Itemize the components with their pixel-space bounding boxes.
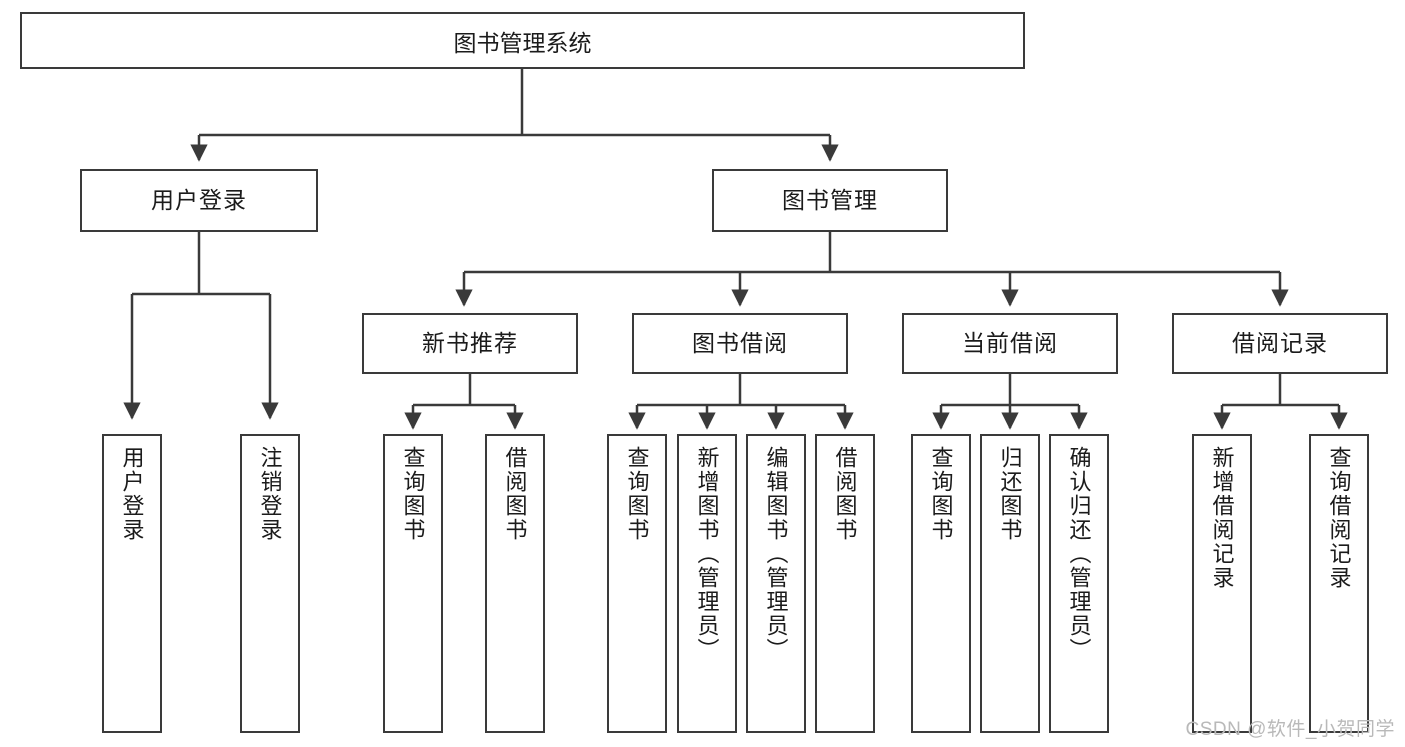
node-current-borrow[interactable]: 当前借阅 [902,313,1118,374]
node-label: 图书管理 [782,186,878,213]
node-label: 新书推荐 [422,329,518,356]
node-leaf-add-book-admin[interactable]: 新增图书（管理员） [677,434,737,733]
node-label: 查询图书 [928,446,954,542]
node-leaf-query-book-recommend[interactable]: 查询图书 [383,434,443,733]
node-book-management[interactable]: 图书管理 [712,169,948,232]
node-label: 查询图书 [624,446,650,542]
node-label: 图书管理系统 [453,29,592,56]
node-label: 新增图书（管理员） [694,446,720,662]
node-label: 用户登录 [151,186,247,213]
node-label: 查询借阅记录 [1326,446,1352,590]
node-label: 借阅图书 [502,446,528,542]
node-root-book-management-system[interactable]: 图书管理系统 [20,12,1025,69]
watermark-text: CSDN @软件_小贺同学 [1185,719,1395,740]
node-leaf-return-book[interactable]: 归还图书 [980,434,1040,733]
node-new-book-recommend[interactable]: 新书推荐 [362,313,578,374]
node-leaf-logout[interactable]: 注销登录 [240,434,300,733]
node-leaf-add-borrow-record[interactable]: 新增借阅记录 [1192,434,1252,733]
node-label: 借阅记录 [1232,329,1328,356]
node-label: 确认归还（管理员） [1066,446,1092,662]
node-label: 归还图书 [997,446,1023,542]
node-label: 注销登录 [257,446,283,542]
node-leaf-user-login[interactable]: 用户登录 [102,434,162,733]
node-leaf-edit-book-admin[interactable]: 编辑图书（管理员） [746,434,806,733]
node-leaf-borrow-book[interactable]: 借阅图书 [815,434,875,733]
node-leaf-query-borrow-record[interactable]: 查询借阅记录 [1309,434,1369,733]
node-leaf-borrow-book-recommend[interactable]: 借阅图书 [485,434,545,733]
node-label: 查询图书 [400,446,426,542]
node-label: 用户登录 [119,446,145,542]
node-label: 图书借阅 [692,329,788,356]
node-leaf-query-book-borrow[interactable]: 查询图书 [607,434,667,733]
node-leaf-confirm-return-admin[interactable]: 确认归还（管理员） [1049,434,1109,733]
node-book-borrow[interactable]: 图书借阅 [632,313,848,374]
node-label: 当前借阅 [962,329,1058,356]
node-label: 编辑图书（管理员） [763,446,789,662]
node-leaf-query-book-current[interactable]: 查询图书 [911,434,971,733]
node-label: 新增借阅记录 [1209,446,1235,590]
node-borrow-record[interactable]: 借阅记录 [1172,313,1388,374]
node-user-login[interactable]: 用户登录 [80,169,318,232]
node-label: 借阅图书 [832,446,858,542]
